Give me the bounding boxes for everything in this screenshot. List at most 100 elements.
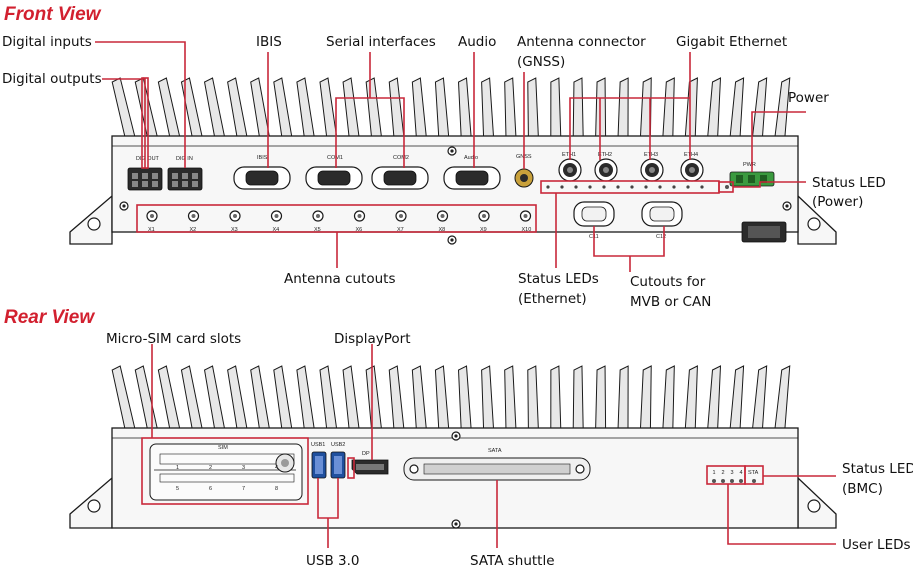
eth-leds-box <box>540 180 720 194</box>
cutout-c12-mark: C12 <box>656 234 666 240</box>
front-right-block <box>741 221 787 243</box>
sim-slot-panel <box>149 443 303 501</box>
audio-connector <box>443 166 501 190</box>
power-connector <box>729 171 775 187</box>
heatsink-fin <box>342 77 360 139</box>
front-view-title: Front View <box>4 4 102 25</box>
ethernet-led <box>602 185 606 189</box>
sim-slot-number: 4 <box>275 465 278 471</box>
sim-slot-number: 6 <box>209 486 212 492</box>
heatsink-fin <box>342 365 360 431</box>
ethernet-led <box>658 185 662 189</box>
power-status-led <box>725 185 729 189</box>
label-power: Power <box>788 90 829 106</box>
usb1-port <box>311 451 327 479</box>
com1-connector <box>305 166 363 190</box>
usb2-mark: USB2 <box>331 442 345 448</box>
sim-box <box>141 437 309 505</box>
heatsink-fin <box>388 365 405 431</box>
antenna-cutout: X2 <box>187 210 200 233</box>
ethernet-port-3: ETH3 <box>640 152 664 182</box>
antenna-cutout: X4 <box>270 210 283 233</box>
sim-slot-number: 3 <box>242 465 245 471</box>
heatsink-fin <box>111 365 136 431</box>
heatsink-fin <box>527 365 539 431</box>
label-status-led-power: Status LED <box>812 175 886 191</box>
eth-mark: ETH3 <box>644 152 658 158</box>
heatsink-fin <box>481 365 495 431</box>
front-screw <box>447 235 457 245</box>
front-screw <box>782 201 792 211</box>
label-displayport: DisplayPort <box>334 331 411 347</box>
heatsink-fin <box>707 365 722 431</box>
ibis-mark: IBIS <box>257 155 268 161</box>
rear-annotations <box>141 344 836 548</box>
heatsink-fin <box>527 77 539 139</box>
label-audio: Audio <box>458 34 496 50</box>
heatsink-fin <box>227 365 248 431</box>
user-leds-box <box>706 465 746 485</box>
audio-mark: Audio <box>464 155 478 161</box>
heatsink-fin <box>457 77 472 139</box>
flange-hole <box>807 499 821 513</box>
sim-slot-number: 1 <box>176 465 179 471</box>
heatsink-fin <box>157 77 181 139</box>
usb1-mark: USB1 <box>311 442 325 448</box>
heatsink-fin <box>134 365 159 431</box>
usb2-port <box>330 451 346 479</box>
ethernet-led <box>672 185 676 189</box>
ethernet-port-1: ETH1 <box>558 152 582 182</box>
ethernet-led <box>686 185 690 189</box>
digital-input-connector <box>167 167 203 191</box>
antenna-cutout: X3 <box>229 210 241 233</box>
usb-line <box>317 478 339 548</box>
heatsink-fin <box>203 365 226 431</box>
ethernet-led <box>644 185 648 189</box>
sim-slot-number: 2 <box>209 465 212 471</box>
label-micro-sim: Micro-SIM card slots <box>106 331 241 347</box>
user-led-number: 1 <box>713 470 716 476</box>
ethernet-led <box>546 185 550 189</box>
cutout-c12 <box>641 201 683 227</box>
heatsink-fin <box>203 77 226 139</box>
power-led-line <box>733 181 806 188</box>
heatsink-fin <box>180 365 204 431</box>
front-screw <box>119 201 129 211</box>
heatsink-fin <box>388 77 405 139</box>
label-sata-shuttle: SATA shuttle <box>470 553 555 569</box>
antenna-slot-label: X6 <box>356 227 363 233</box>
heatsink-fin <box>296 365 315 431</box>
label-status-leds-ethernet-sub: (Ethernet) <box>518 291 587 307</box>
heatsink-fin <box>572 77 584 139</box>
label-gigabit-ethernet: Gigabit Ethernet <box>676 34 787 50</box>
antenna-slot-label: X7 <box>397 227 404 233</box>
heatsink-fin <box>157 365 181 431</box>
heatsink-fin <box>504 365 517 431</box>
heatsink-fin <box>319 77 338 139</box>
rear-screw <box>451 519 461 529</box>
dp-mark: DP <box>362 451 370 457</box>
bmc-status-led <box>752 479 756 483</box>
heatsink-fin <box>617 365 629 431</box>
sata-mark: SATA <box>488 448 502 454</box>
user-leds-line <box>727 484 836 545</box>
com2-mark: COM2 <box>393 155 409 161</box>
heatsink-fin <box>550 77 562 139</box>
heatsink-fin <box>434 365 450 431</box>
serial-line <box>335 52 405 168</box>
antenna-slot-label: X4 <box>273 227 280 233</box>
ethernet-led <box>630 185 634 189</box>
ethernet-led <box>574 185 578 189</box>
rear-screw <box>451 431 461 441</box>
heatsink-fin <box>662 365 675 431</box>
gigabit-line <box>569 52 691 160</box>
label-antenna-connector: Antenna connector <box>517 34 646 50</box>
antenna-cutout: X5 <box>312 210 324 233</box>
label-status-led-power-sub: (Power) <box>812 194 863 210</box>
front-screw <box>447 146 457 156</box>
antenna-slot-label: X10 <box>522 227 532 233</box>
ibis-connector <box>233 166 291 190</box>
